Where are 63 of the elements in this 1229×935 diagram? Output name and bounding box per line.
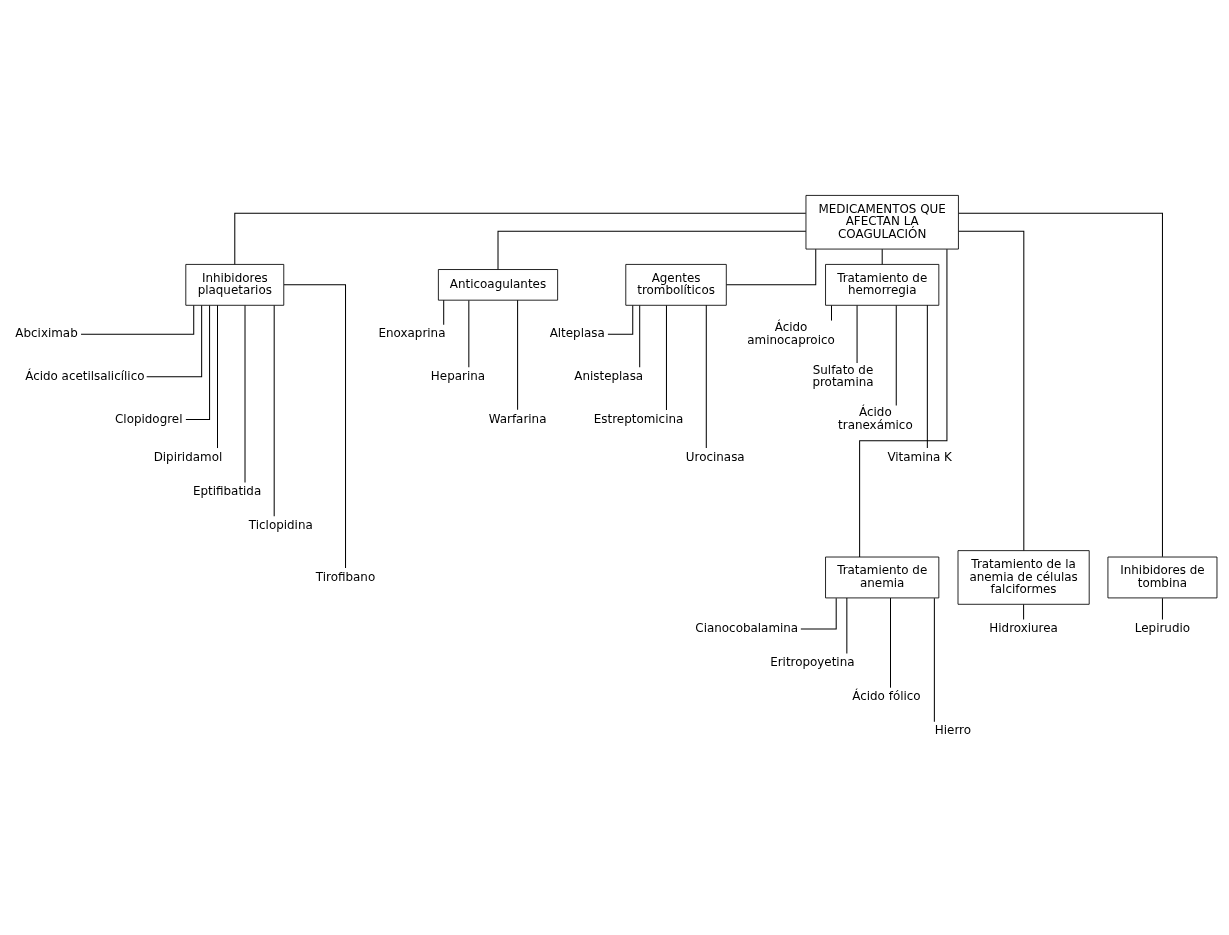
node-text: Alteplasa [549,325,605,340]
node-text: Abciximab [15,325,78,340]
connector [146,304,203,377]
node-text: Enoxaprina [378,325,446,340]
node-box: Anticoagulantes [437,268,559,301]
connector [517,299,519,410]
node-text: Ácido acetilsalicílico [25,368,145,383]
connector [859,248,948,557]
node-text: Tirofibano [315,569,376,584]
connector [217,304,218,449]
node-box: Tratamiento de hemorregia [825,263,940,306]
connector [705,304,707,449]
node-text: Hierro [934,722,971,737]
connector [831,304,832,321]
node-box: Inhibidores de tombina [1107,556,1218,598]
connector [725,248,817,285]
connector [933,597,935,722]
connector [639,304,641,368]
node-text: Sulfato de protamina [812,362,874,389]
node-box: MEDICAMENTOS QUE AFECTAN LA COAGULACIÓN [805,194,959,249]
connector [665,304,667,411]
connector [244,304,246,483]
connector [895,304,897,406]
node-text: Estreptomicina [593,411,684,426]
connector [468,299,470,368]
node-text: Eptifibatida [193,483,262,498]
node-text: Clopidogrel [115,411,183,426]
node-text: Vitamina K [887,449,952,464]
connector [881,248,883,265]
connector [958,212,1163,557]
node-text: Lepirudio [1134,620,1191,635]
node-text: Urocinasa [685,449,745,464]
connector [1161,597,1163,620]
connector [890,597,891,688]
node-text: Ticlopidina [248,517,313,532]
connector [273,304,275,517]
node-text: Heparina [430,368,486,383]
node-text: Ácido tranexámico [838,404,913,432]
connector [80,304,195,335]
connector [846,596,848,654]
node-box: Inhibidores plaquetarios [185,263,285,306]
connector [926,304,928,449]
node-text: Ácido aminocaproico [747,319,835,347]
connector [497,230,807,270]
connector [185,304,211,420]
node-box: Tratamiento de anemia [825,556,940,598]
node-text: Cianocobalamina [695,620,799,635]
node-text: Warfarina [488,411,547,426]
node-text: Ácido fólico [852,688,921,703]
node-text: Hidroxiurea [989,620,1058,635]
connector [856,304,858,364]
node-text: Anisteplasa [574,368,644,383]
connector [1023,603,1025,620]
connector [283,283,347,569]
connector [607,304,634,335]
node-text: Dipiridamol [153,449,223,464]
node-text: Eritropoyetina [770,654,855,669]
node-box: Tratamiento de la anemia de células falciformes [957,549,1090,605]
connector [234,212,807,265]
connector [443,299,445,325]
connector [958,230,1025,551]
connector [800,597,837,629]
node-box: Agentes trombolíticos [625,263,727,306]
